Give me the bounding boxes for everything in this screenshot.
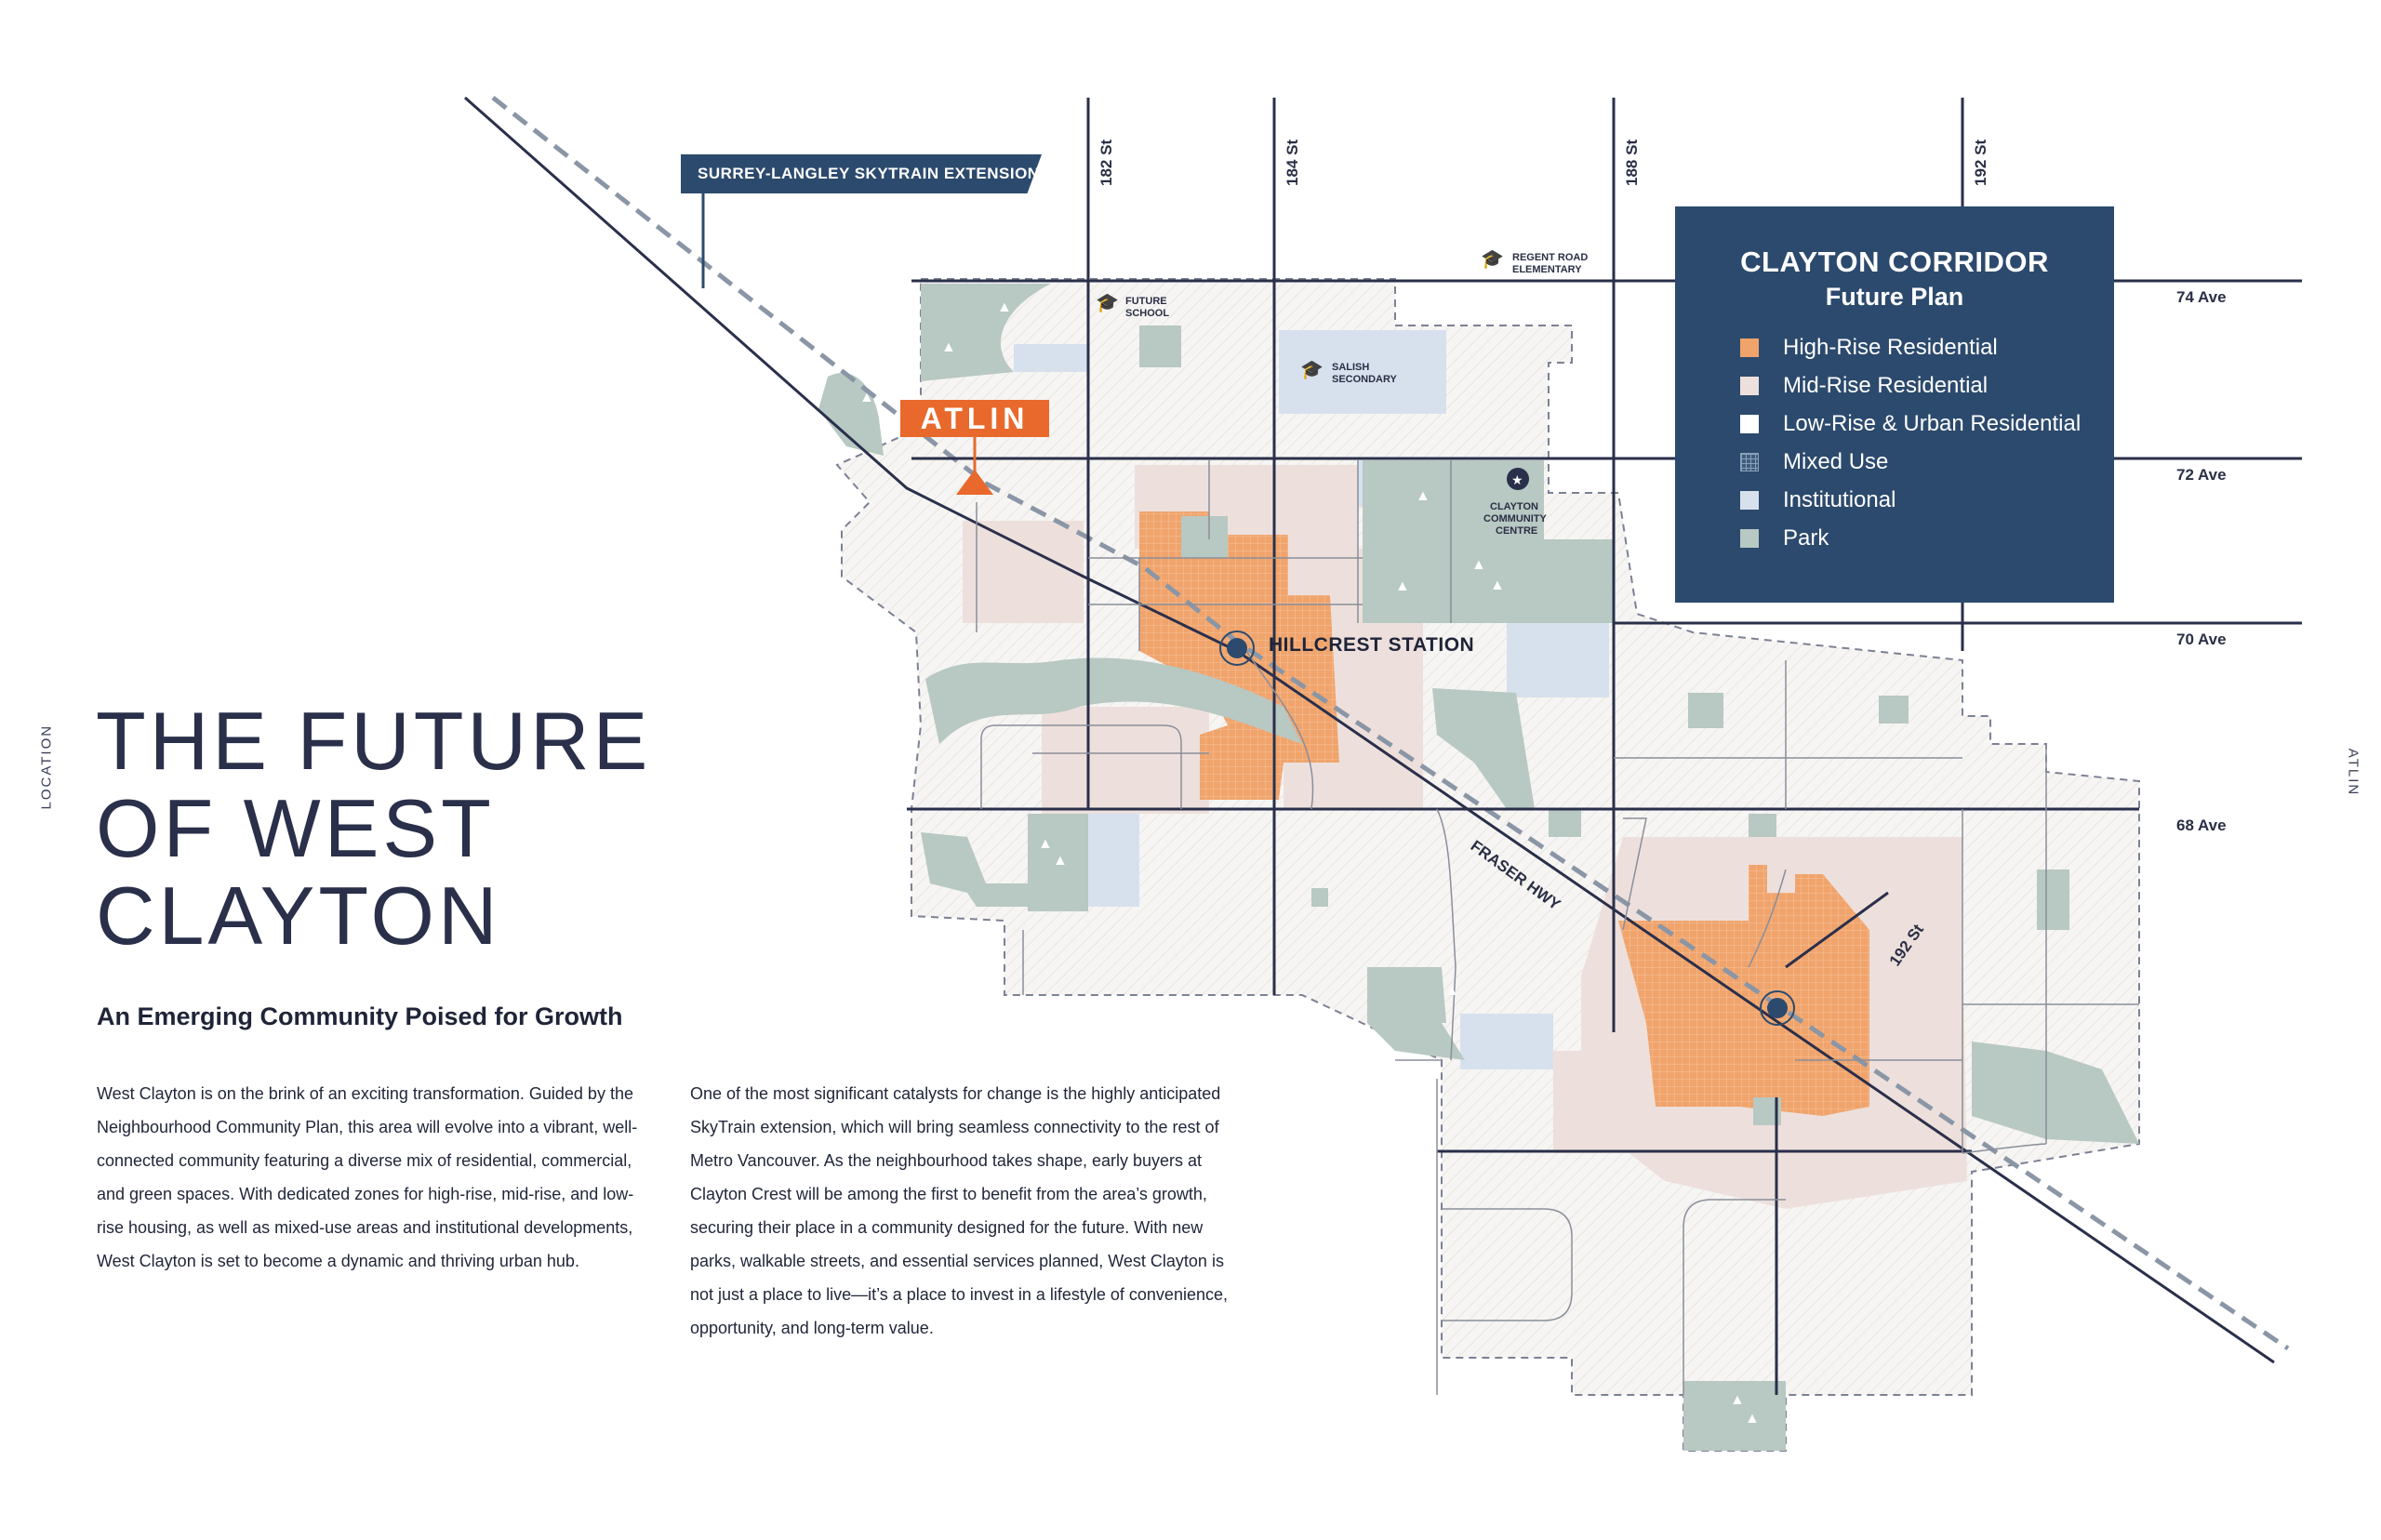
legend-swatch — [1740, 376, 1759, 395]
atlin-tag-label: ATLIN — [920, 401, 1030, 435]
poi-community-centre: ★ CLAYTON COMMUNITY CENTRE — [1483, 468, 1547, 537]
svg-text:FUTURE: FUTURE — [1125, 296, 1167, 307]
street-label-192: 192 St — [1972, 139, 1989, 186]
poi-regent-road: 🎓 REGENT ROAD ELEMENTARY — [1481, 249, 1588, 275]
street-labels: 182 St 184 St 188 St 192 St — [1097, 139, 1989, 186]
svg-text:ELEMENTARY: ELEMENTARY — [1512, 264, 1582, 275]
legend-item-institutional: Institutional — [1740, 481, 2114, 519]
map-legend: CLAYTON CORRIDOR Future Plan High-Rise R… — [1675, 206, 2114, 603]
tree-icon: ▲ — [1416, 488, 1430, 504]
tree-icon: ▲ — [1053, 853, 1068, 869]
street-label-184: 184 St — [1284, 139, 1301, 186]
east-station-marker — [1760, 990, 1795, 1026]
street-label-182: 182 St — [1097, 139, 1115, 186]
avenue-label-74: 74 Ave — [2176, 288, 2227, 306]
minor-roads — [976, 460, 2139, 1395]
tree-icon: ▲ — [859, 390, 874, 405]
legend-swatch — [1740, 414, 1759, 433]
tree-icons: ▲ ▲ ▲ ▲ ▲ ▲ ▲ ▲ ▲ ▲ ▲ ▲ — [859, 299, 1760, 1427]
tree-icon: ▲ — [1745, 1411, 1760, 1427]
legend-item-mid-rise: Mid-Rise Residential — [1740, 366, 2114, 405]
legend-item-label: Low-Rise & Urban Residential — [1783, 410, 2082, 436]
star-icon — [1507, 468, 1529, 490]
legend-item-label: Park — [1783, 524, 1829, 551]
legend-item-mixed-use: Mixed Use — [1740, 443, 2114, 481]
legend-swatch — [1740, 338, 1759, 357]
legend-item-park: Park — [1740, 519, 2114, 557]
tree-icon: ▲ — [1490, 578, 1505, 593]
legend-item-label: Mixed Use — [1783, 448, 1889, 474]
legend-swatch — [1740, 528, 1759, 548]
svg-text:REGENT ROAD: REGENT ROAD — [1512, 252, 1588, 263]
legend-list: High-Rise Residential Mid-Rise Residenti… — [1675, 328, 2114, 557]
hillcrest-station-label: HILLCREST STATION — [1269, 634, 1475, 656]
avenue-labels: 74 Ave 72 Ave 70 Ave 68 Ave — [2176, 288, 2227, 834]
skytrain-extension-label: SURREY-LANGLEY SKYTRAIN EXTENSION — [698, 165, 1040, 182]
svg-text:SALISH: SALISH — [1332, 362, 1369, 373]
svg-text:SECONDARY: SECONDARY — [1332, 374, 1398, 385]
legend-item-label: Institutional — [1783, 486, 1896, 512]
tree-icon: ▲ — [1444, 983, 1459, 999]
page-title: THE FUTURE OF WEST CLAYTON — [96, 695, 652, 962]
tree-icon: ▲ — [997, 299, 1012, 315]
legend-item-label: High-Rise Residential — [1783, 334, 1998, 360]
tree-icon: ▲ — [1038, 836, 1053, 852]
graduation-cap-icon: 🎓 — [1481, 249, 1504, 270]
svg-text:CENTRE: CENTRE — [1496, 525, 1537, 537]
legend-subtitle: Future Plan — [1825, 283, 1964, 311]
tree-icon: ▲ — [1395, 578, 1410, 594]
side-label-location: LOCATION — [38, 724, 55, 810]
legend-item-label: Mid-Rise Residential — [1783, 372, 1989, 398]
legend-item-low-rise: Low-Rise & Urban Residential — [1740, 405, 2114, 443]
skytrain-line — [491, 96, 2290, 1351]
skytrain-extension-tag: SURREY-LANGLEY SKYTRAIN EXTENSION — [681, 154, 1042, 193]
park-zones — [818, 284, 2139, 1451]
atlin-location-marker — [956, 470, 993, 495]
legend-swatch — [1740, 452, 1759, 471]
tree-icon: ▲ — [1471, 557, 1486, 573]
svg-text:COMMUNITY: COMMUNITY — [1483, 513, 1547, 524]
legend-item-high-rise: High-Rise Residential — [1740, 328, 2114, 366]
atlin-location-tag: ATLIN — [900, 400, 1049, 437]
avenue-label-72: 72 Ave — [2176, 466, 2227, 484]
tree-icon: ▲ — [1730, 1392, 1745, 1408]
body-paragraph-2: One of the most significant catalysts fo… — [690, 1084, 1228, 1337]
graduation-cap-icon: 🎓 — [1096, 293, 1119, 313]
page-subtitle: An Emerging Community Poised for Growth — [97, 1002, 623, 1030]
body-paragraph-1: West Clayton is on the brink of an excit… — [97, 1084, 638, 1270]
hillcrest-station-marker — [1219, 631, 1255, 666]
legend-swatch — [1740, 490, 1759, 510]
svg-text:★: ★ — [1511, 472, 1523, 487]
side-label-atlin: ATLIN — [2345, 748, 2361, 797]
svg-text:SCHOOL: SCHOOL — [1125, 308, 1169, 319]
street-label-188: 188 St — [1623, 139, 1641, 186]
avenue-label-68: 68 Ave — [2176, 816, 2227, 834]
graduation-cap-icon: 🎓 — [1300, 360, 1324, 380]
tree-icon: ▲ — [941, 339, 956, 355]
legend-title: CLAYTON CORRIDOR — [1740, 246, 2049, 278]
poi-salish-secondary: 🎓 SALISH SECONDARY — [1300, 360, 1398, 385]
poi-future-school: 🎓 FUTURE SCHOOL — [1096, 293, 1169, 319]
svg-text:CLAYTON: CLAYTON — [1490, 501, 1538, 512]
avenue-label-70: 70 Ave — [2176, 631, 2227, 648]
